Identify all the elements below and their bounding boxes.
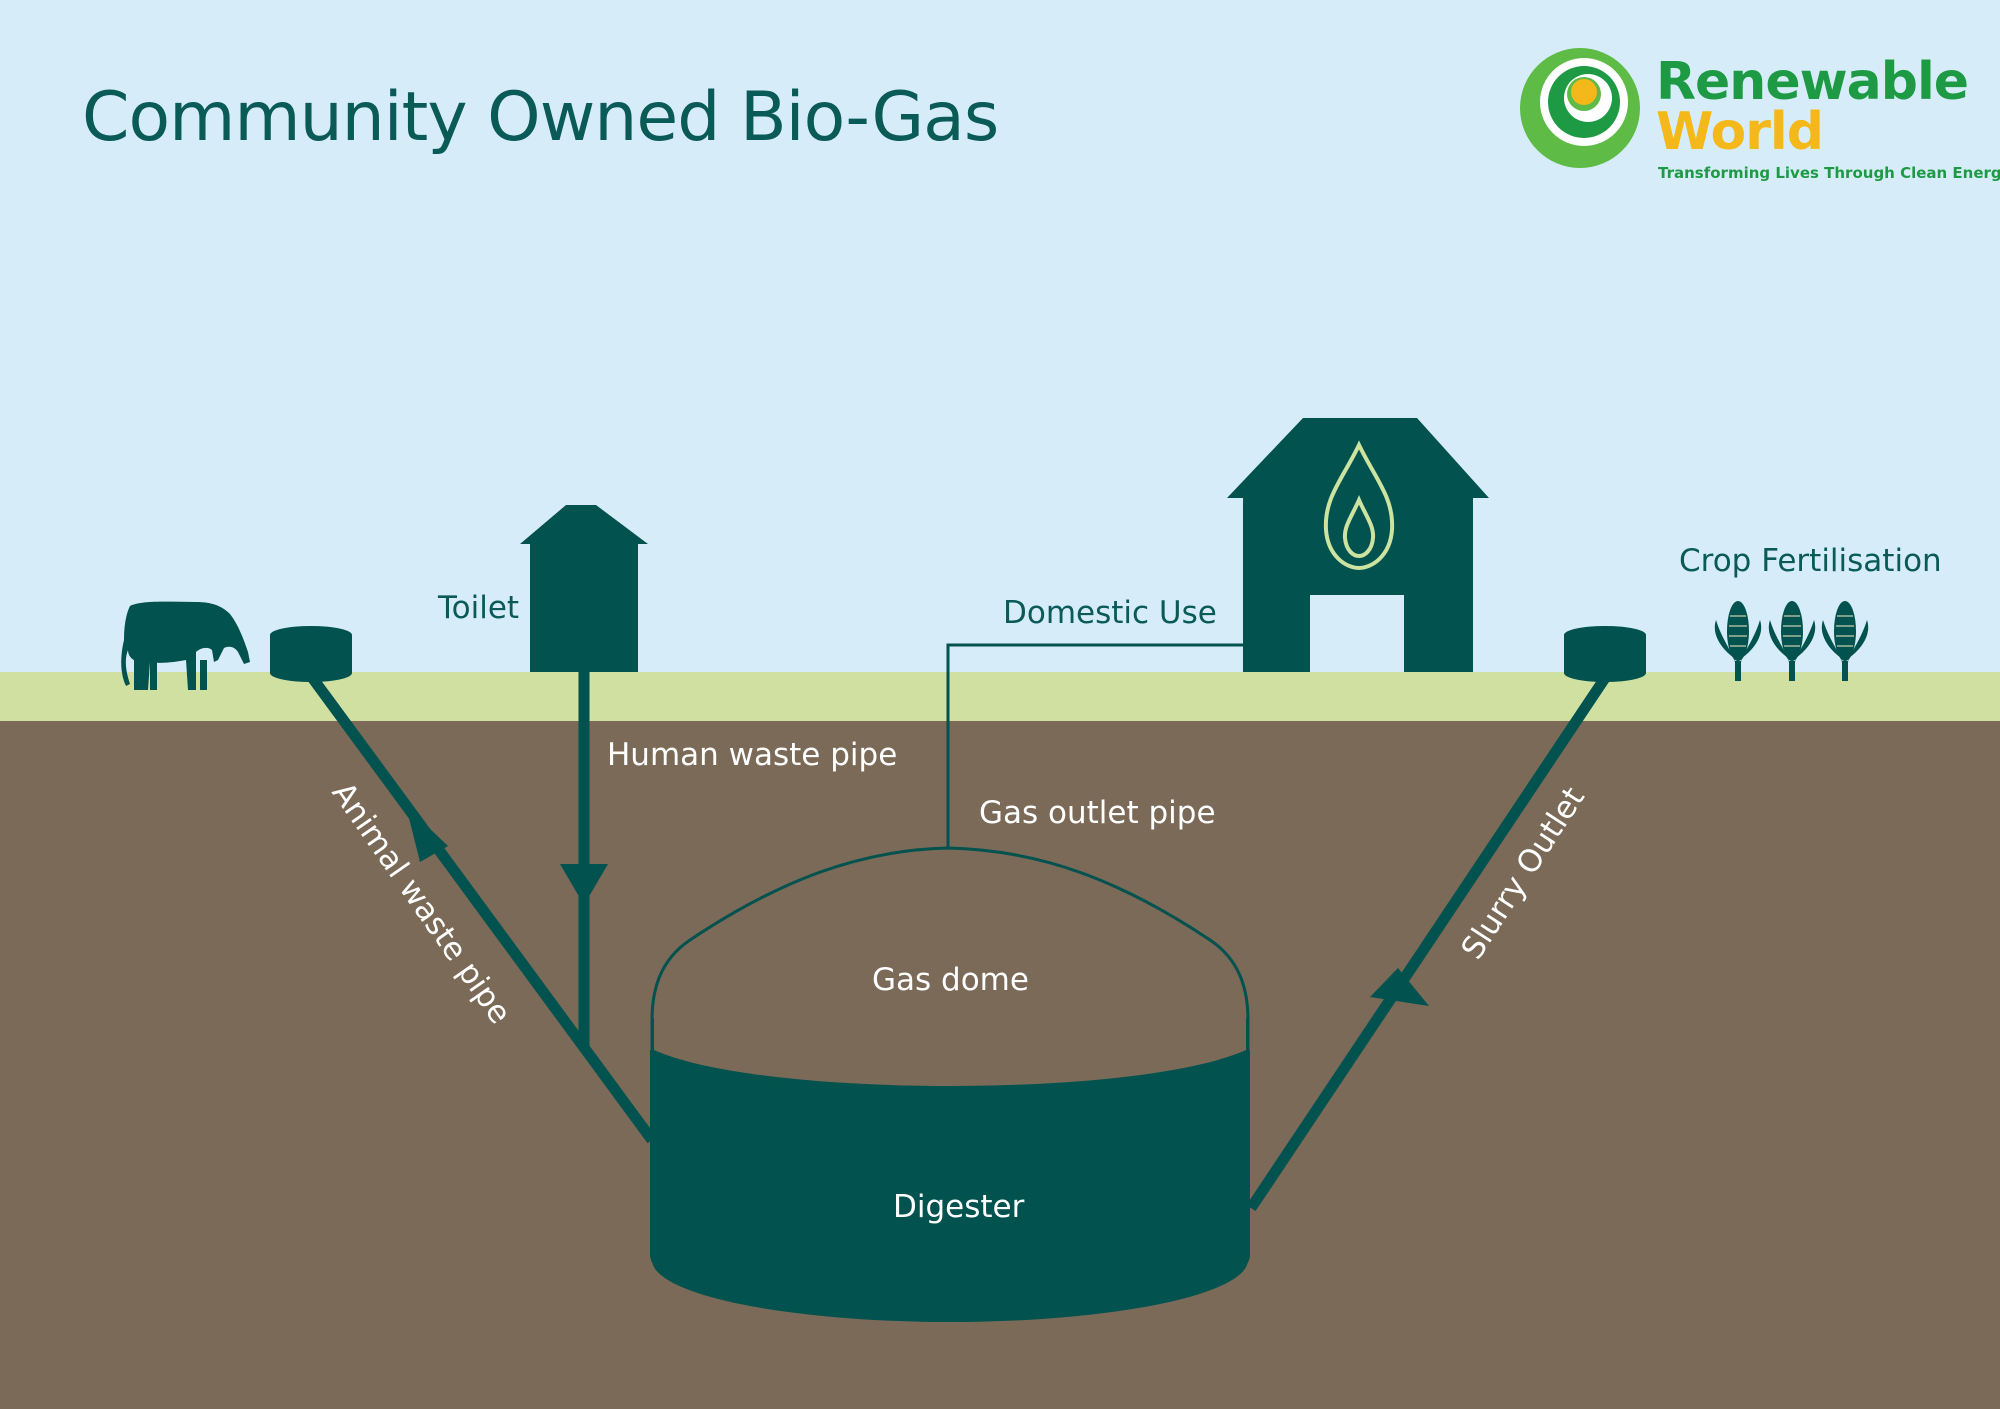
digester-body (652, 1050, 1248, 1322)
house-building (1227, 418, 1489, 672)
label-digester: Digester (893, 1189, 1025, 1225)
gas-dome-outline (650, 846, 1250, 1050)
slurry-outlet-tank-top (1564, 626, 1646, 644)
label-gas-dome: Gas dome (872, 962, 1029, 998)
gas-outlet-pipe (946, 643, 1243, 848)
label-crop-fertilisation: Crop Fertilisation (1679, 543, 1942, 579)
corn-icon (1714, 601, 1869, 681)
label-gas-outlet-pipe: Gas outlet pipe (979, 795, 1216, 831)
cow-icon (121, 601, 250, 690)
toilet-building (520, 505, 648, 672)
label-human-waste-pipe: Human waste pipe (607, 737, 898, 773)
page-title: Community Owned Bio-Gas (82, 78, 999, 157)
animal-waste-pipe (306, 672, 657, 1144)
gas-dome-region (654, 850, 1246, 1086)
sky (0, 0, 2000, 675)
gas-dome-inner-edge (652, 1052, 1248, 1097)
soil-cutout (651, 1051, 1249, 1089)
logo-text-line2: World (1656, 102, 1824, 162)
human-waste-arrow (560, 864, 608, 905)
logo-tagline: Transforming Lives Through Clean Energy (1658, 164, 2000, 182)
slurry-outlet-arrow (1370, 968, 1429, 1006)
logo-text-line1: Renewable (1656, 52, 1969, 112)
renewable-world-logo: Renewable World Transforming Lives Throu… (1518, 46, 2000, 186)
flame-icon (1323, 440, 1395, 571)
slurry-outlet-pipe (1246, 674, 1610, 1212)
animal-waste-arrow (406, 806, 448, 862)
animal-inlet-tank-top (270, 626, 352, 644)
label-toilet: Toilet (438, 590, 520, 626)
label-domestic-use: Domestic Use (1003, 595, 1217, 631)
logo-mark-icon (1520, 48, 1640, 168)
